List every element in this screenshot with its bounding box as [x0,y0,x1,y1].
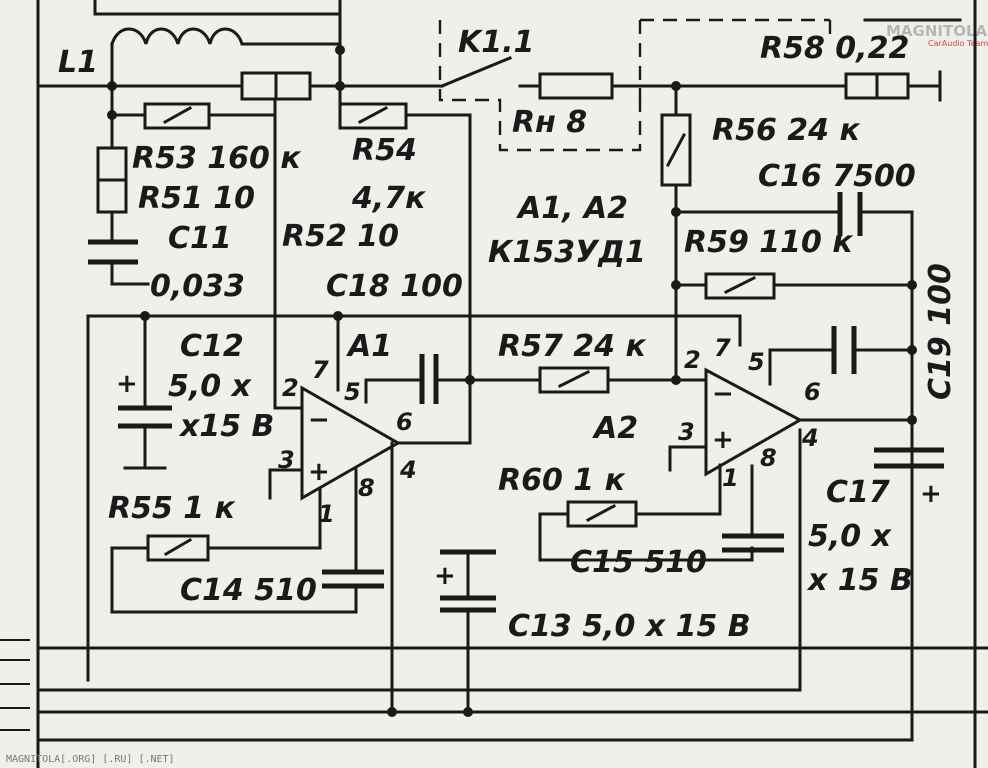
a2-pin-7: 7 [714,334,731,362]
label-r60: R60 1 к [498,463,626,498]
a2-minus-sign: − [712,379,734,409]
label-l1: L1 [58,45,98,80]
a1-pin-6: 6 [396,408,413,436]
watermark-brand: MAGNITOLA [886,22,988,40]
label-r54-value: 4,7к [351,181,426,216]
opamp-a1 [300,385,402,501]
a2-pin-5: 5 [748,348,765,376]
label-c17-voltage: x 15 В [806,563,913,598]
label-c19: C19 100 [923,263,958,400]
a2-pin-4: 4 [801,424,819,452]
label-r58: R58 0,22 [760,31,909,66]
label-r59: R59 110 к [684,225,853,260]
watermark-sub: CarAudio Team [928,39,988,48]
polarity-signs: − + − + + + + [116,369,942,591]
a2-pin-1: 1 [722,464,739,492]
junction-dots [107,45,917,717]
resistor-r55 [146,534,210,562]
component-labels: L1 K1.1 Rн 8 R58 0,22 R53 160 к R51 10 R… [58,25,958,644]
a2-pin-8: 8 [760,444,777,472]
label-c17-value: 5,0 x [808,519,893,554]
a1-pin-8: 8 [358,474,375,502]
capacitor-c11 [88,239,138,265]
c17-plus-sign: + [920,479,942,509]
label-rh: Rн 8 [512,105,587,140]
label-a1: A1 [346,329,392,364]
resistor-r59 [704,272,776,300]
top-wiring [38,0,977,768]
label-a2: A2 [592,411,638,446]
label-c18: C18 100 [326,269,463,304]
c13-plus-sign: + [434,561,456,591]
label-r57: R57 24 к [498,329,646,364]
a1-pin-4: 4 [399,456,417,484]
resistor-r57 [538,366,610,394]
label-r51: R51 10 [138,181,255,216]
a1-pin-1: 1 [318,500,335,528]
footer-url: MAGNITOLA[.ORG] [.RU] [.NET] [6,754,175,765]
a2-pin-3: 3 [678,418,695,446]
label-a1a2: A1, A2 [516,191,628,226]
a1-pin-5: 5 [344,378,361,406]
a1-minus-sign: − [308,405,330,435]
a1-pin-2: 2 [282,374,299,402]
label-r55: R55 1 к [108,491,236,526]
supply-rail [86,314,742,682]
capacitor-c17 [874,447,944,469]
pin-numbers: 2 7 5 3 6 4 8 1 2 7 5 3 6 4 8 1 [278,334,821,528]
a1-plus-sign: + [308,457,330,487]
resistor-r54 [338,102,408,130]
capacitor-c15 [722,533,784,553]
resistor-rh [538,72,614,100]
label-c11-value: 0,033 [150,269,245,304]
capacitor-c16 [837,192,863,236]
label-c17: C17 [826,475,890,510]
a1-pin-7: 7 [312,356,329,384]
a1-pin-3: 3 [278,446,295,474]
label-r52: R52 10 [282,219,399,254]
label-c16: C16 7500 [758,159,916,194]
a2-pin-6: 6 [804,378,821,406]
a2-pin-2: 2 [684,346,701,374]
label-k11: K1.1 [458,25,534,60]
page-edge [0,0,40,768]
label-c14: C14 510 [180,573,317,608]
label-c12: C12 [180,329,244,364]
c12-plus-sign: + [116,369,138,399]
capacitor-c14 [322,569,384,589]
capacitor-c19 [831,326,857,374]
label-r56: R56 24 к [712,113,860,148]
label-r54: R54 [352,133,417,168]
label-c15: C15 510 [570,545,707,580]
label-r53: R53 160 к [132,141,301,176]
label-c12-voltage: x15 В [178,409,274,444]
label-c11: C11 [168,221,232,256]
label-c13: C13 5,0 x 15 В [508,609,751,644]
opamp-a2 [704,367,804,477]
label-c12-value: 5,0 x [168,369,253,404]
label-a1a2-type: К153УД1 [488,235,646,270]
a2-plus-sign: + [712,425,734,455]
